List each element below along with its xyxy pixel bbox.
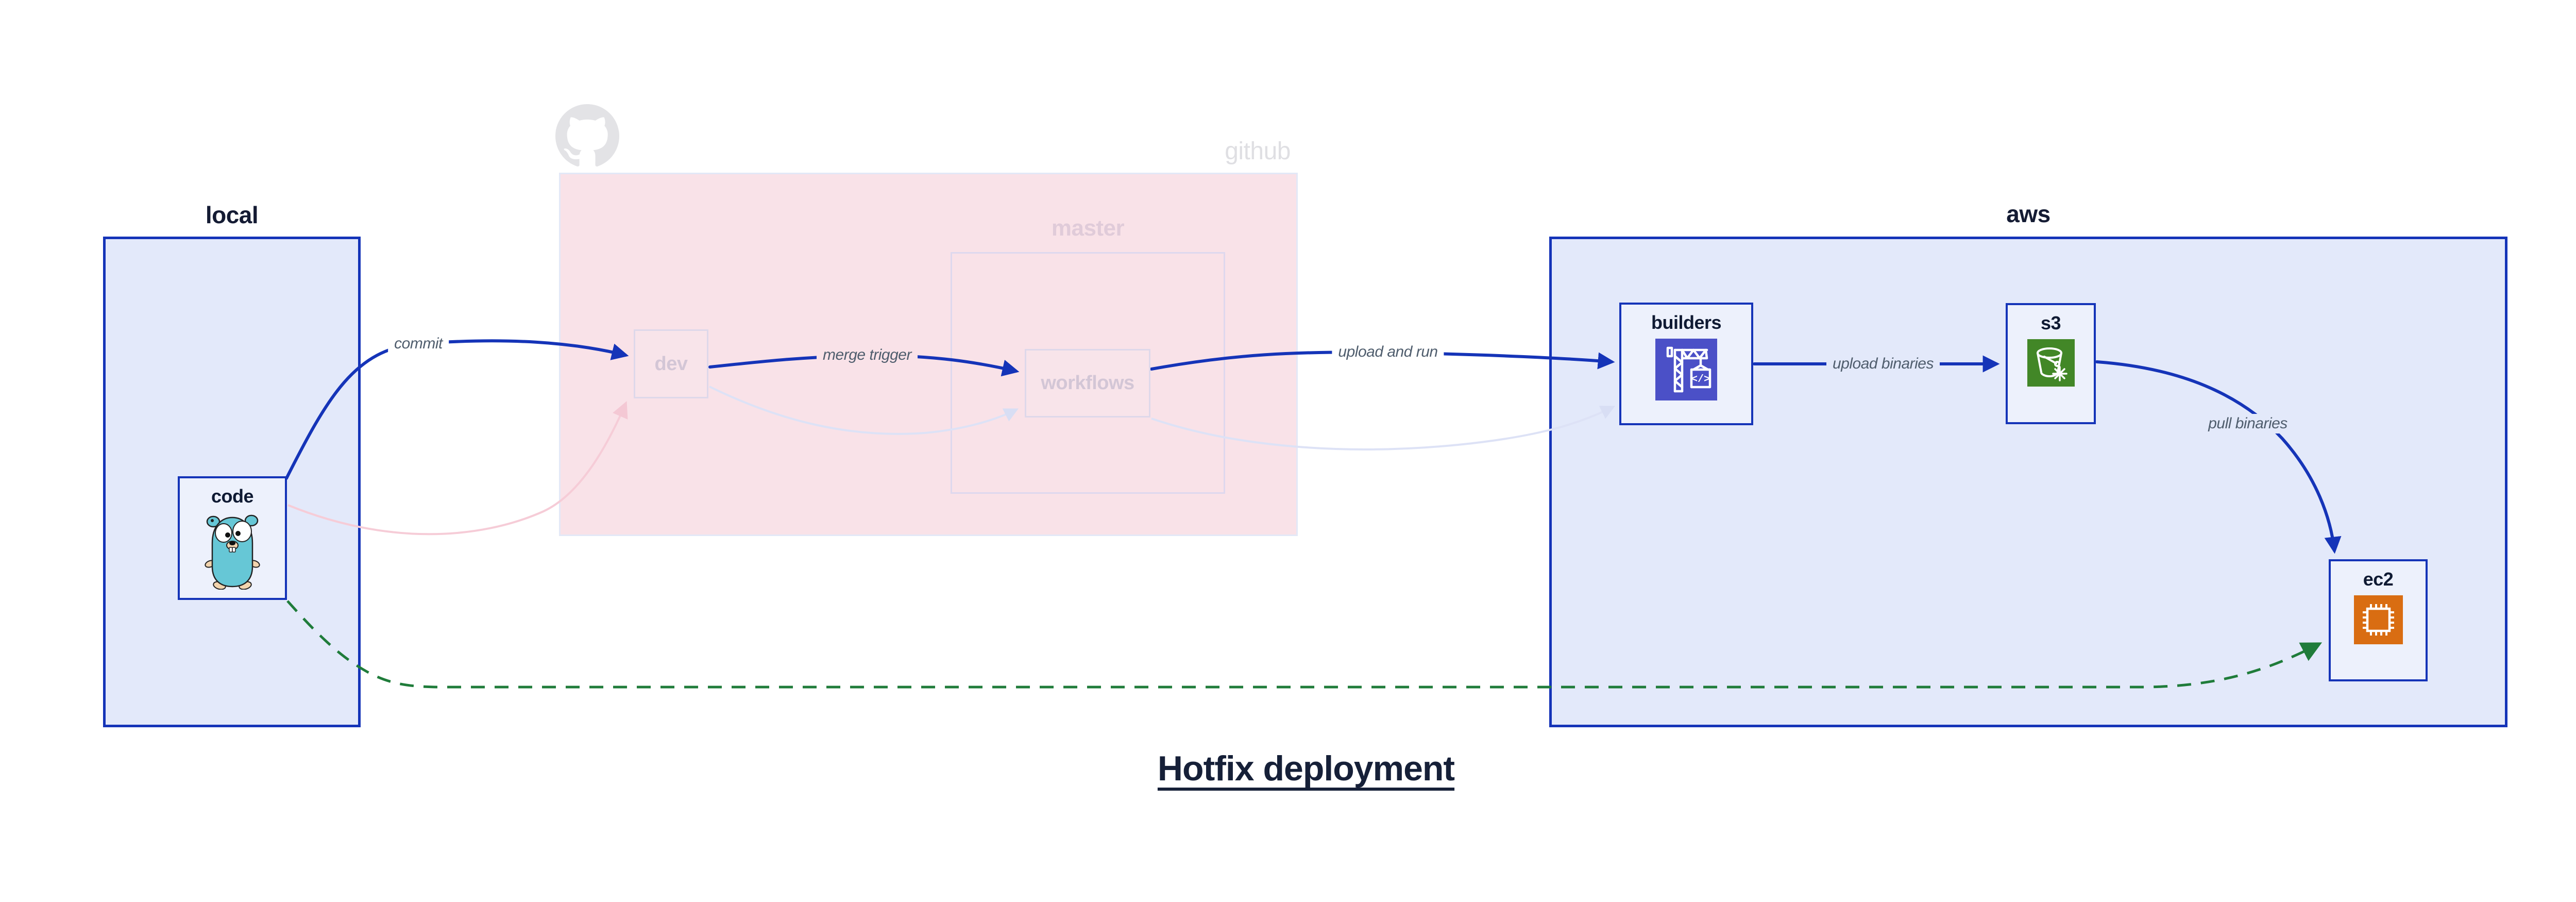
commit-edge-label: commit (388, 334, 449, 354)
edge-ghost-workflows-to-builders (1151, 406, 1616, 450)
code-node-label: code (211, 486, 254, 507)
codebuild-crane-icon: </> (1655, 339, 1717, 400)
svg-text:</>: </> (1691, 374, 1710, 386)
ec2-chip-icon (2353, 595, 2403, 644)
gopher-icon (202, 512, 263, 590)
upload-and-run-edge-label: upload and run (1332, 342, 1444, 362)
dev-node-label: dev (654, 353, 688, 375)
ec2-node-label: ec2 (2363, 569, 2394, 590)
upload-binaries-edge-label: upload binaries (1826, 354, 1940, 374)
s3-node-label: s3 (2040, 312, 2061, 333)
edge-commit (285, 339, 629, 480)
node-workflows: workflows (1025, 349, 1150, 417)
node-s3: s3 (2006, 303, 2096, 424)
master-group-label: master (1051, 215, 1125, 241)
pull-binaries-edge-label: pull binaries (2202, 414, 2294, 433)
s3-glacier-bucket-icon (2027, 339, 2075, 387)
node-code: code (178, 476, 287, 600)
node-ec2: ec2 (2329, 559, 2428, 681)
node-dev: dev (634, 329, 708, 398)
builders-node-label: builders (1651, 312, 1722, 333)
node-builders: builders </> (1619, 303, 1753, 425)
edge-ghost-dev-to-workflows (709, 386, 1019, 435)
github-group-label: github (1225, 138, 1291, 165)
aws-group-label: aws (2006, 201, 2050, 227)
diagram-title: Hotfix deployment (1157, 749, 1455, 788)
edge-hotfix-code-to-ec2 (286, 600, 2323, 689)
merge-trigger-edge-label: merge trigger (817, 345, 918, 365)
workflows-node-label: workflows (1041, 372, 1134, 394)
edge-pull-binaries (2095, 360, 2342, 554)
local-group-label: local (205, 202, 259, 228)
github-octocat-icon (555, 104, 619, 168)
edge-ghost-code-to-dev (287, 401, 628, 536)
